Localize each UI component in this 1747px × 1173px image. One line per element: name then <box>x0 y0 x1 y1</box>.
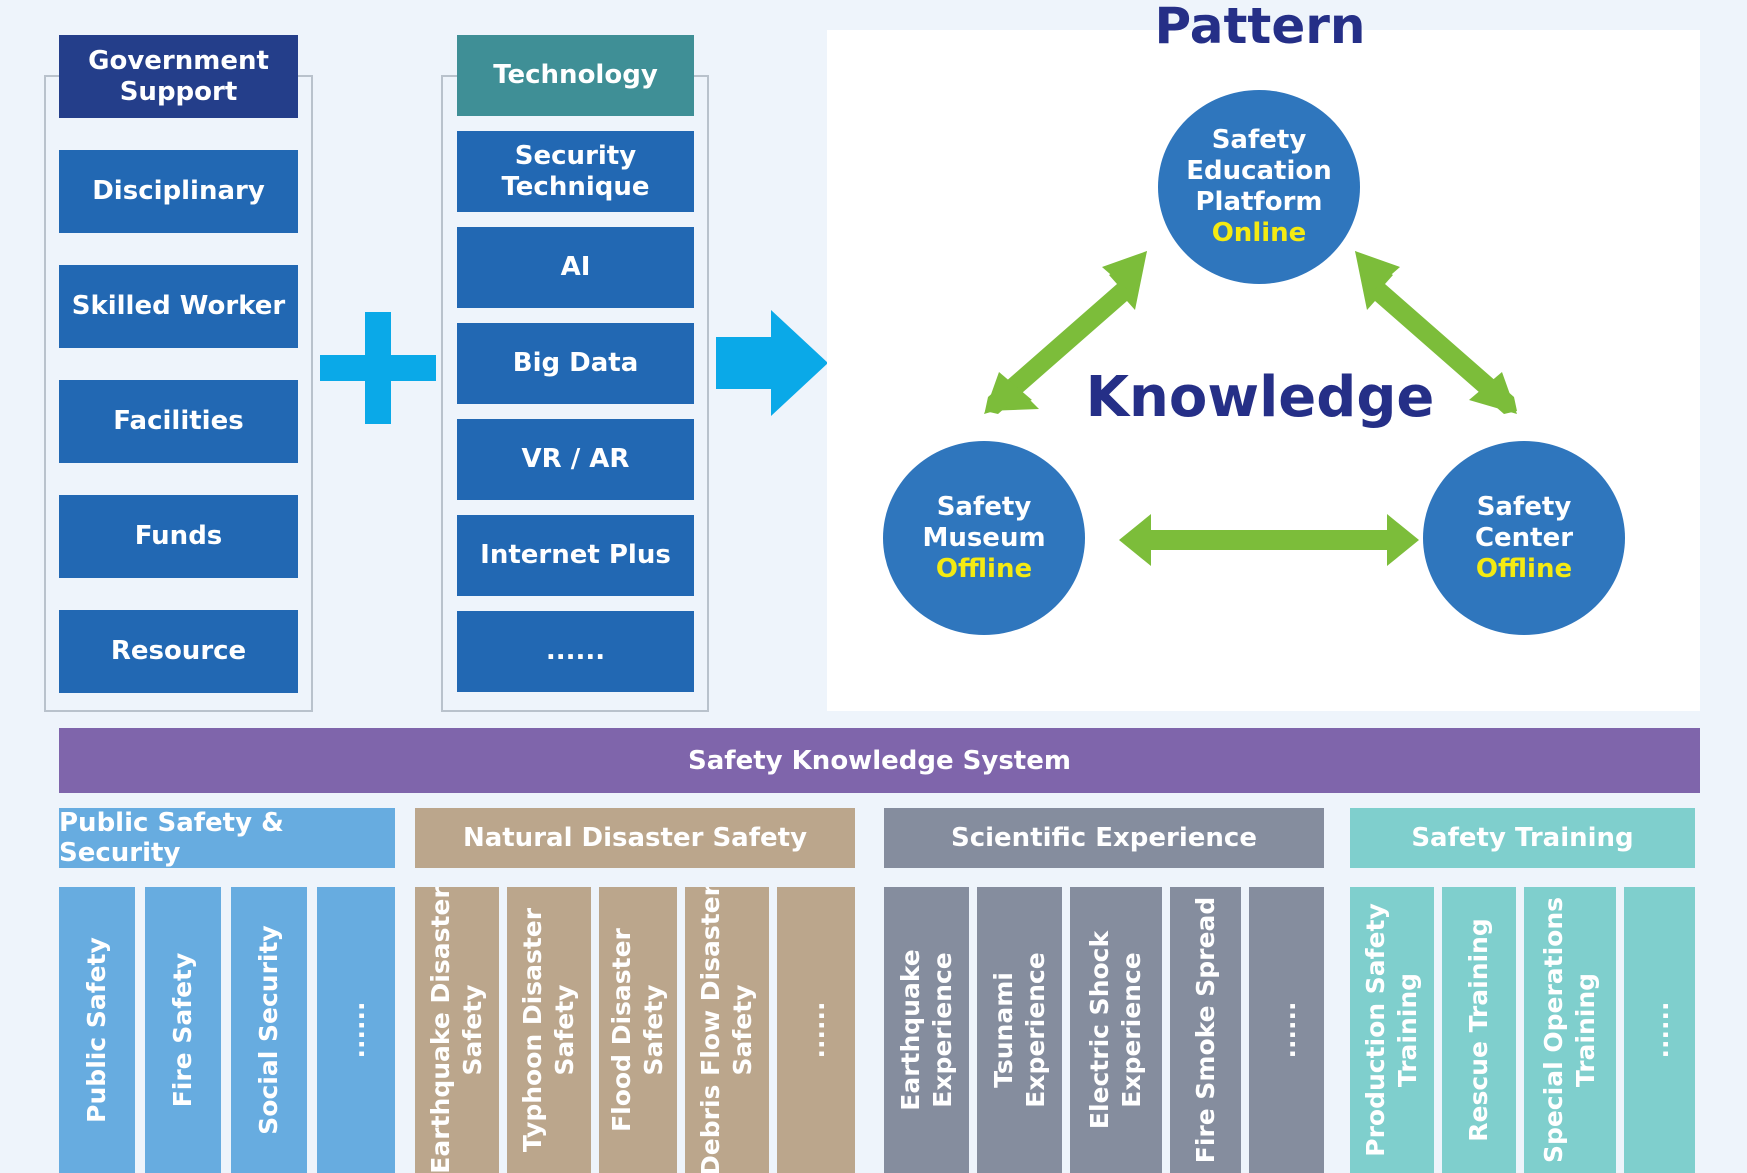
column-special-operations-training: Special Operations Training <box>1524 887 1616 1173</box>
center-line-1: Safety <box>1476 491 1572 522</box>
column-natural-more: ...... <box>777 887 855 1173</box>
column-flood-disaster: Flood Disaster Safety <box>599 887 677 1173</box>
tech-item-more: ...... <box>457 611 694 692</box>
museum-line-2: Museum <box>922 522 1046 553</box>
technology-header: Technology <box>457 35 694 116</box>
safety-knowledge-system-bar: Safety Knowledge System <box>59 728 1700 793</box>
arrow-online-center <box>1355 251 1517 414</box>
column-fire-safety: Fire Safety <box>145 887 221 1173</box>
museum-tag: Offline <box>935 553 1033 584</box>
column-label: Social Security <box>254 925 283 1135</box>
tech-item-big-data: Big Data <box>457 323 694 404</box>
online-tag: Online <box>1211 218 1307 248</box>
online-line-2: Education <box>1186 156 1332 186</box>
column-label: Flood Disaster Safety <box>607 928 668 1132</box>
column-training-more: ...... <box>1624 887 1695 1173</box>
arrow-museum-center <box>1119 514 1419 566</box>
support-item-facilities: Facilities <box>59 380 298 463</box>
column-label: ...... <box>341 1001 370 1059</box>
column-production-safety-training: Production Safety Training <box>1350 887 1434 1173</box>
category-natural-disaster: Natural Disaster Safety <box>415 808 855 868</box>
column-label: Fire Smoke Spread <box>1190 896 1220 1164</box>
column-earthquake-disaster: Earthquake Disaster Safety <box>415 887 499 1173</box>
column-debris-flow-disaster: Debris Flow Disaster Safety <box>685 887 769 1173</box>
column-label: Public Safety <box>82 937 111 1123</box>
column-tsunami-experience: Tsunami Experience <box>977 887 1062 1173</box>
column-label: Production Safety Training <box>1361 903 1422 1157</box>
support-item-skilled-worker: Skilled Worker <box>59 265 298 348</box>
arrow-online-center-tail <box>1355 251 1400 295</box>
column-label: Debris Flow Disaster Safety <box>696 887 757 1173</box>
pattern-title: Pattern <box>1154 0 1366 55</box>
online-platform-circle: Safety Education Platform Online <box>1158 90 1360 284</box>
column-electric-shock-experience: Electric Shock Experience <box>1070 887 1162 1173</box>
government-support-header: Government Support <box>59 35 298 118</box>
knowledge-label: Knowledge <box>1085 365 1435 430</box>
center-tag: Offline <box>1475 553 1573 584</box>
category-scientific-experience: Scientific Experience <box>884 808 1324 868</box>
center-line-2: Center <box>1474 522 1574 553</box>
column-scientific-more: ...... <box>1249 887 1324 1173</box>
column-fire-smoke-spread: Fire Smoke Spread <box>1170 887 1241 1173</box>
category-safety-training: Safety Training <box>1350 808 1695 868</box>
right-arrow-icon <box>716 310 828 416</box>
column-label: Earthquake Disaster Safety <box>426 887 487 1173</box>
green-arrows <box>984 251 1517 566</box>
online-line-3: Platform <box>1195 187 1323 217</box>
tech-item-vr-ar: VR / AR <box>457 419 694 500</box>
column-public-more: ...... <box>317 887 395 1173</box>
tech-item-ai: AI <box>457 227 694 308</box>
column-social-security: Social Security <box>231 887 307 1173</box>
arrow-online-museum-head <box>984 372 1032 414</box>
column-rescue-training: Rescue Training <box>1442 887 1516 1173</box>
arrow-online-museum-tail <box>1102 251 1147 295</box>
museum-line-1: Safety <box>936 491 1032 522</box>
online-line-1: Safety <box>1211 125 1307 155</box>
safety-center-circle: Safety Center Offline <box>1423 441 1625 635</box>
column-label: Fire Safety <box>168 952 197 1108</box>
column-label: ...... <box>1271 1001 1301 1059</box>
column-label: Tsunami Experience <box>988 952 1050 1108</box>
column-label: Rescue Training <box>1464 918 1493 1142</box>
tech-item-internet-plus: Internet Plus <box>457 515 694 596</box>
column-typhoon-disaster: Typhoon Disaster Safety <box>507 887 591 1173</box>
arrow-online-center-head <box>1469 372 1517 414</box>
column-label: ...... <box>1644 1001 1674 1059</box>
column-label: Electric Shock Experience <box>1085 930 1146 1130</box>
column-label: Special Operations Training <box>1539 896 1600 1164</box>
support-item-disciplinary: Disciplinary <box>59 150 298 233</box>
safety-museum-circle: Safety Museum Offline <box>883 441 1085 635</box>
column-public-safety: Public Safety <box>59 887 135 1173</box>
column-label: ...... <box>801 1001 830 1059</box>
tech-item-security-technique: Security Technique <box>457 131 694 212</box>
support-item-resource: Resource <box>59 610 298 693</box>
column-label: Typhoon Disaster Safety <box>518 907 579 1153</box>
category-public-safety: Public Safety & Security <box>59 808 395 868</box>
column-label: Earthquake Experience <box>895 949 957 1111</box>
plus-icon <box>320 312 436 424</box>
support-item-funds: Funds <box>59 495 298 578</box>
column-earthquake-experience: Earthquake Experience <box>884 887 969 1173</box>
